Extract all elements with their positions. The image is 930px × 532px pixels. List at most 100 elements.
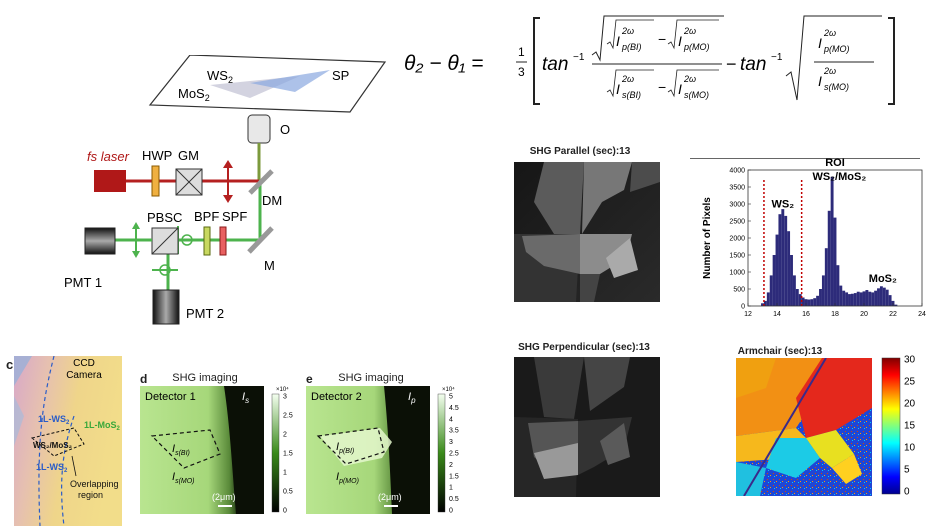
histogram-xtick: 22 xyxy=(889,311,897,318)
roi-rule xyxy=(690,158,920,159)
svg-text:Is(BI): Is(BI) xyxy=(172,443,190,457)
label-1l-ws2: 1L-WS2 xyxy=(38,414,70,426)
histogram-bar xyxy=(836,265,840,306)
histogram-bar xyxy=(894,304,898,306)
svg-text:s(MO): s(MO) xyxy=(684,90,709,100)
histogram-xtick: 18 xyxy=(831,311,839,318)
histogram-ytick: 500 xyxy=(733,287,745,294)
objective-lens xyxy=(247,114,271,144)
histogram-annotation: WS₂/MoS₂ xyxy=(812,171,866,183)
histogram-ytick: 3500 xyxy=(729,185,745,192)
svg-text:(2μm): (2μm) xyxy=(378,492,402,502)
right-bracket xyxy=(888,17,895,105)
pmt2-label: PMT 2 xyxy=(186,306,224,321)
colorbar-tick: 1 xyxy=(449,485,453,492)
colorbar-tick: 30 xyxy=(904,355,916,366)
svg-text:3: 3 xyxy=(518,65,525,79)
colorbar-tick: 4 xyxy=(449,416,453,423)
colorbar-tick: 5 xyxy=(904,465,910,476)
pbsc-label: PBSC xyxy=(147,210,182,225)
histogram-ylabel: Number of Pixels xyxy=(702,197,713,279)
optical-setup-diagram: WS2 MoS2 SP O fs laser HWP GM DM M SPF B… xyxy=(64,55,387,325)
histogram-bar xyxy=(784,215,788,306)
mirror xyxy=(247,226,274,254)
equation-lhs: θ₂ − θ₁ = xyxy=(404,52,483,75)
histogram-bar xyxy=(801,297,805,306)
flake-shape xyxy=(250,70,330,92)
detector-1-image: Detector 1 Is Is(BI) Is(MO) (2μm) ×10⁴ 3… xyxy=(140,386,293,514)
label-1l-ws2-lower: 1L-WS2 xyxy=(36,462,68,474)
histogram-bar xyxy=(888,295,892,306)
left-bracket xyxy=(533,17,540,105)
hwp-label: HWP xyxy=(142,148,172,163)
svg-text:p(BI): p(BI) xyxy=(621,42,642,52)
histogram-bar xyxy=(856,291,860,306)
dichroic-mirror xyxy=(248,169,274,195)
histogram-ytick: 1500 xyxy=(729,253,745,260)
angle-equation: θ₂ − θ₁ = 1 3 tan −1 I 2ω p(BI) − I 2ω p… xyxy=(404,15,895,105)
histogram-bar xyxy=(845,292,849,306)
pmt-1-detector xyxy=(84,227,116,255)
label-1l-mos2: 1L-MoS2 xyxy=(84,420,121,432)
colorbar-tick: 2.5 xyxy=(283,413,293,420)
svg-text:tan: tan xyxy=(740,54,766,75)
colorbar-tick: 0 xyxy=(904,487,910,498)
colorbar-tick: 15 xyxy=(904,421,916,432)
ws2-label: WS2 xyxy=(207,68,233,85)
histogram-bar xyxy=(850,293,854,306)
histogram-ytick: 2500 xyxy=(729,219,745,226)
histogram-ytick: 0 xyxy=(741,304,745,311)
svg-text:2ω: 2ω xyxy=(823,66,836,76)
histogram-bar xyxy=(879,286,883,306)
histogram-bar xyxy=(798,294,802,306)
svg-text:Detector 2: Detector 2 xyxy=(311,391,362,403)
shg-parallel-image xyxy=(514,162,660,302)
svg-text:Overlapping: Overlapping xyxy=(70,479,119,489)
histogram-bar xyxy=(833,217,837,306)
colorbar-tick: 3 xyxy=(449,439,453,446)
svg-text:Camera: Camera xyxy=(66,370,102,381)
svg-text:2ω: 2ω xyxy=(683,26,696,36)
svg-text:2ω: 2ω xyxy=(683,74,696,84)
colorbar-tick: 1.5 xyxy=(449,473,459,480)
colorbar-tick: 2 xyxy=(283,432,287,439)
spf-label: SPF xyxy=(222,209,247,224)
histogram-ytick: 3000 xyxy=(729,202,745,209)
svg-text:p(MO): p(MO) xyxy=(683,42,710,52)
histogram-bar xyxy=(792,275,796,306)
pmt-2-detector xyxy=(152,289,180,325)
detector-2-image: Detector 2 Ip Ip(BI) Ip(MO) (2μm) ×10⁴ 5… xyxy=(306,386,459,515)
histogram-xtick: 14 xyxy=(773,311,781,318)
histogram-bar xyxy=(778,214,782,306)
laser-source xyxy=(94,170,126,192)
svg-text:I: I xyxy=(818,35,822,51)
svg-text:I: I xyxy=(818,73,822,89)
svg-text:−1: −1 xyxy=(573,52,585,63)
sp-label: SP xyxy=(332,68,349,83)
histogram-bar xyxy=(874,290,878,306)
histogram-bar xyxy=(763,300,767,306)
svg-text:region: region xyxy=(78,490,103,500)
svg-text:I: I xyxy=(678,33,682,49)
svg-text:I: I xyxy=(616,81,620,97)
svg-text:tan: tan xyxy=(542,54,568,75)
svg-text:1: 1 xyxy=(518,45,525,59)
histogram-ytick: 2000 xyxy=(729,236,745,243)
armchair-title: Armchair (sec):13 xyxy=(737,346,823,357)
colorbar-tick: 1 xyxy=(283,470,287,477)
ccd-image: CCD Camera 1L-WS2 1L-MoS2 WS₂/MoS₂ 1L-WS… xyxy=(14,356,122,526)
colorbar-tick: 10 xyxy=(904,443,916,454)
armchair-map xyxy=(736,358,872,496)
half-wave-plate xyxy=(151,165,160,197)
histogram-bar xyxy=(807,299,811,306)
colorbar-tick: 0 xyxy=(449,508,453,515)
histogram-bar xyxy=(882,287,886,306)
parallel-title: SHG Parallel (sec):13 xyxy=(529,146,631,157)
colorbar-tick: 25 xyxy=(904,377,916,388)
histogram-bar xyxy=(853,293,857,306)
histogram-bar xyxy=(868,291,872,306)
svg-text:I: I xyxy=(678,81,682,97)
histogram-bar xyxy=(804,299,808,306)
